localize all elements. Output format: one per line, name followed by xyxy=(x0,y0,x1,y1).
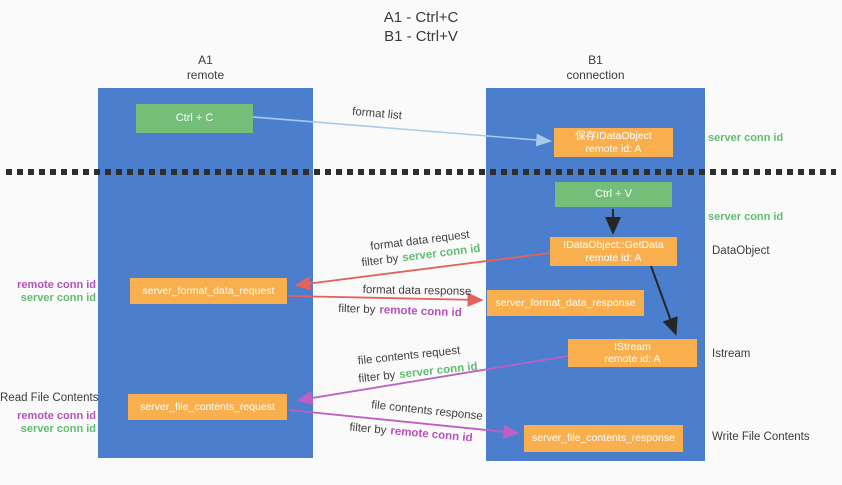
node-server-format-data-response-label: server_format_data_response xyxy=(495,296,636,309)
node-server-file-contents-request-label: server_file_contents_request xyxy=(140,400,275,413)
lifeline-a1-header: A1 remote xyxy=(98,53,313,83)
lifeline-a1-name: A1 xyxy=(198,53,213,67)
node-save-idataobject-line1: 保存IDataObject xyxy=(575,130,652,142)
copy-paste-divider-dotted-line xyxy=(6,169,836,175)
node-idataobject-getdata-line1: IDataObject::GetData xyxy=(563,239,664,251)
lifeline-b1-name: B1 xyxy=(588,53,603,67)
lifeline-a1-role: remote xyxy=(186,68,225,82)
node-server-file-contents-request: server_file_contents_request xyxy=(128,394,287,420)
annotation-conn-ids-file: remote conn id server conn id xyxy=(0,410,96,436)
arrow-format-data-request xyxy=(294,252,551,291)
annotation-server-conn-id-mid: server conn id xyxy=(708,211,783,223)
node-idataobject-getdata: IDataObject::GetData remote id: A xyxy=(550,237,677,266)
read-file-contents-text: Read File Contents xyxy=(0,392,99,404)
node-save-idataobject-line2: remote id: A xyxy=(585,142,642,155)
annotation-dataobject: DataObject xyxy=(712,245,770,257)
edge-label-format-data-response-text: format data response xyxy=(362,284,472,298)
annotation-server-conn-id-top: server conn id xyxy=(708,132,783,144)
remote-conn-id-annotation: remote conn id xyxy=(17,279,96,291)
annotation-write-file-contents: Write File Contents xyxy=(712,431,810,443)
node-server-file-contents-response: server_file_contents_response xyxy=(524,425,683,452)
server-conn-id-annotation: server conn id xyxy=(20,423,96,435)
remote-conn-id-annotation: remote conn id xyxy=(17,410,96,422)
node-istream-line2: remote id: A xyxy=(604,353,661,365)
node-ctrl-v: Ctrl + V xyxy=(555,182,672,207)
node-server-format-data-response: server_format_data_response xyxy=(487,290,644,316)
server-conn-id-annotation: server conn id xyxy=(708,211,784,223)
dataobject-text: DataObject xyxy=(712,245,770,257)
title-line-ctrl-c: A1 - Ctrl+C xyxy=(383,9,459,26)
arrow-format-data-response xyxy=(288,292,484,307)
node-idataobject-getdata-line2: remote id: A xyxy=(585,251,642,264)
node-server-format-data-request-label: server_format_data_request xyxy=(142,284,275,297)
filter-by-text: filter by xyxy=(338,302,376,317)
server-conn-id-annotation: server conn id xyxy=(20,292,96,304)
istream-text: Istream xyxy=(712,348,751,360)
arrow-file-contents-response xyxy=(288,409,520,439)
node-server-file-contents-response-label: server_file_contents_response xyxy=(531,432,675,445)
node-save-idataobject: 保存IDataObject remote id: A xyxy=(554,128,673,157)
node-ctrl-c-label: Ctrl + C xyxy=(175,112,214,124)
annotation-istream: Istream xyxy=(712,348,750,360)
server-conn-id-annotation: server conn id xyxy=(708,132,784,144)
diagram-title: A1 - Ctrl+C B1 - Ctrl+V xyxy=(0,8,842,46)
lifeline-b1-header: B1 connection xyxy=(486,53,705,83)
node-istream-line1: IStream xyxy=(614,340,651,353)
arrow-file-contents-request xyxy=(296,355,569,406)
annotation-conn-ids-format: remote conn id server conn id xyxy=(0,279,96,305)
node-ctrl-c: Ctrl + C xyxy=(136,104,253,133)
node-server-format-data-request: server_format_data_request xyxy=(130,278,287,304)
edge-label-format-data-response: format data response xyxy=(363,284,472,298)
title-line-ctrl-v: B1 - Ctrl+V xyxy=(384,28,458,45)
arrow-format-list xyxy=(252,116,553,147)
node-ctrl-v-label: Ctrl + V xyxy=(595,188,632,200)
lifeline-b1-role: connection xyxy=(566,68,625,82)
node-istream: IStream remote id: A xyxy=(568,339,697,367)
write-file-contents-text: Write File Contents xyxy=(712,431,810,443)
arrow-getdata-to-istream xyxy=(650,265,678,336)
annotation-read-file-contents: Read File Contents xyxy=(0,392,99,405)
